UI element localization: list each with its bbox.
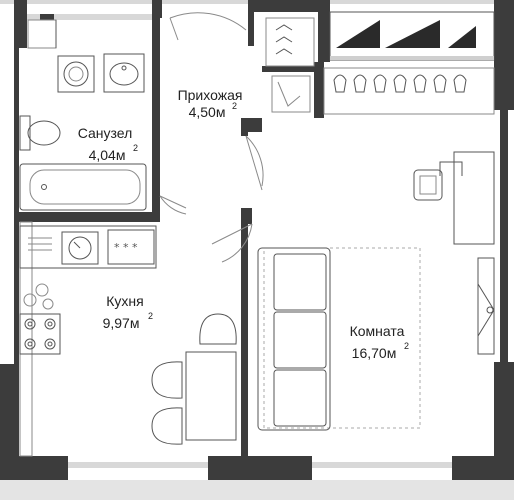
area-unit-power: 2 <box>148 311 153 321</box>
bathtub <box>19 163 147 211</box>
room-label-room: Комната 16,70м 2 <box>350 323 409 361</box>
dining-table <box>185 351 237 441</box>
bathroom-sink <box>103 53 145 93</box>
room-name: Кухня <box>106 293 143 309</box>
hanger-shelf <box>323 67 495 115</box>
area-unit-power: 2 <box>133 143 138 153</box>
kitchen-hob <box>19 313 61 355</box>
area-unit-power: 2 <box>404 341 409 351</box>
washing-machine <box>57 55 95 93</box>
room-label-kitchen: Кухня 9,97м 2 <box>103 293 153 331</box>
room-name: Прихожая <box>178 87 243 103</box>
room-label-bathroom: Санузел 4,04м 2 <box>78 125 138 163</box>
room-area: 9,97м <box>103 315 140 331</box>
toilet <box>19 115 61 151</box>
top-window <box>27 14 152 20</box>
desk <box>413 151 495 245</box>
room-label-hallway: Прихожая 4,50м 2 <box>178 87 243 120</box>
area-unit-power: 2 <box>232 101 237 111</box>
room-name: Санузел <box>78 125 133 141</box>
kitchen-counter <box>19 221 157 457</box>
interior-walls <box>14 12 324 456</box>
room-name: Комната <box>350 323 405 339</box>
bathroom-cabinet <box>27 19 57 49</box>
room-area: 4,50м <box>189 104 226 120</box>
hob-top: * * * <box>107 229 155 265</box>
kitchen-appliance <box>23 283 54 310</box>
kitchen-sink <box>28 231 99 265</box>
doors <box>159 12 264 263</box>
hallway-wardrobe <box>265 17 315 113</box>
sofa <box>257 247 331 431</box>
tv-unit <box>477 257 495 355</box>
rug <box>263 247 421 429</box>
svg-text:* * *: * * * <box>114 241 138 254</box>
room-area: 16,70м <box>352 345 397 361</box>
top-wardrobe <box>329 11 495 61</box>
room-area: 4,04м <box>89 147 126 163</box>
dining-chairs <box>151 313 237 445</box>
